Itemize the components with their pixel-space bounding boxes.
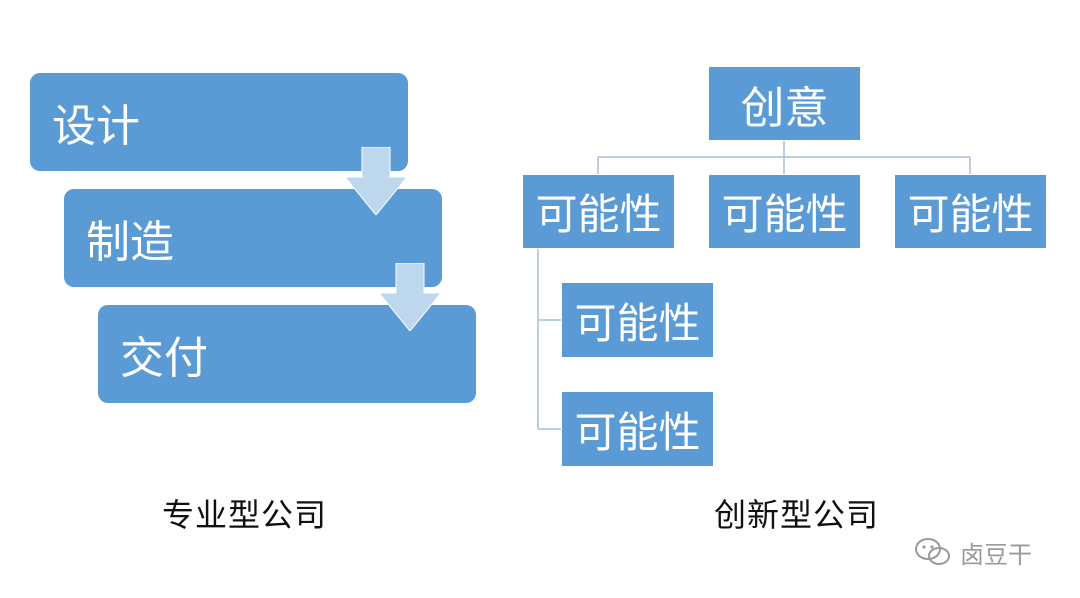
org-child-node: 可能性 (708, 174, 861, 249)
org-root-node: 创意 (708, 66, 861, 141)
process-step-label: 交付 (120, 333, 208, 384)
down-arrow-icon (345, 147, 407, 215)
node-label: 创意 (740, 82, 829, 134)
node-label: 可能性 (907, 190, 1034, 239)
process-step-deliver: 交付 (98, 305, 476, 403)
process-step-label: 制造 (86, 217, 174, 268)
org-child-node: 可能性 (894, 174, 1047, 249)
wechat-icon (915, 538, 950, 565)
org-sub-node: 可能性 (561, 391, 714, 467)
node-label: 可能性 (721, 190, 848, 239)
process-step-design: 设计 (30, 73, 408, 171)
node-label: 可能性 (574, 407, 701, 457)
org-child-node: 可能性 (522, 174, 675, 249)
org-sub-node: 可能性 (561, 282, 714, 358)
watermark: 卤豆干 (914, 532, 1032, 572)
node-label: 可能性 (574, 298, 701, 348)
caption-innovative-company: 创新型公司 (714, 496, 880, 534)
process-step-label: 设计 (52, 101, 140, 152)
down-arrow-icon (379, 263, 441, 331)
caption-specialized-company: 专业型公司 (162, 496, 328, 534)
node-label: 可能性 (535, 190, 662, 239)
watermark-text: 卤豆干 (960, 540, 1032, 569)
